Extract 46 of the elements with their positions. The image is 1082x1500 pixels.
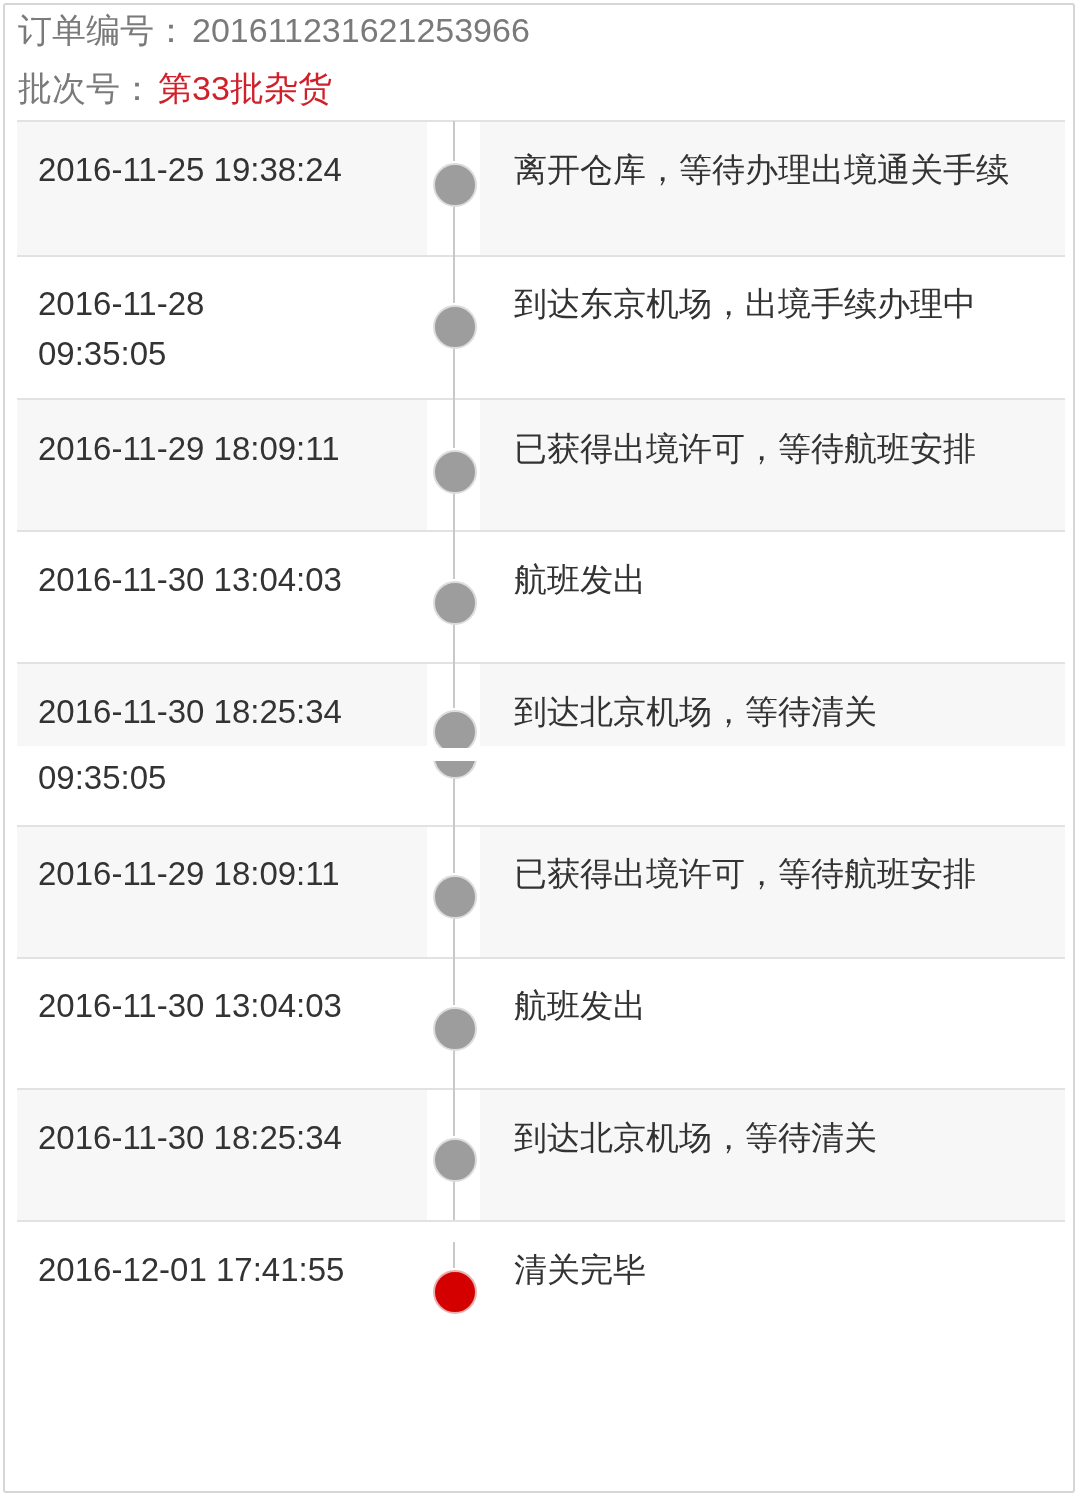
timestamp-text: 2016-11-30 13:04:03 bbox=[38, 560, 342, 600]
timeline-line bbox=[453, 623, 455, 708]
status-text: 航班发出 bbox=[514, 560, 646, 600]
status-dot-icon bbox=[433, 1007, 477, 1051]
timeline-line bbox=[453, 492, 455, 579]
timeline-row bbox=[17, 120, 1065, 255]
timeline-line bbox=[453, 1180, 455, 1220]
timeline-line bbox=[453, 1242, 455, 1268]
timestamp-text: 2016-12-01 17:41:55 bbox=[38, 1250, 345, 1290]
timestamp-text: 09:35:05 bbox=[38, 758, 167, 798]
status-text: 已获得出境许可，等待航班安排 bbox=[514, 429, 976, 469]
status-dot-icon bbox=[433, 1270, 477, 1314]
timeline-row bbox=[17, 825, 1065, 957]
status-text: 离开仓库，等待办理出境通关手续 bbox=[514, 150, 1009, 190]
timeline-line bbox=[453, 917, 455, 1005]
status-dot-icon bbox=[433, 305, 477, 349]
timeline-row bbox=[17, 1088, 1065, 1220]
timestamp-text: 2016-11-29 18:09:11 bbox=[38, 854, 340, 894]
status-text: 航班发出 bbox=[514, 986, 646, 1026]
timestamp-text: 2016-11-30 18:25:34 bbox=[38, 692, 342, 732]
timestamp-text: 2016-11-25 19:38:24 bbox=[38, 150, 342, 190]
status-text: 清关完毕 bbox=[514, 1250, 646, 1290]
status-text: 已获得出境许可，等待航班安排 bbox=[514, 854, 976, 894]
timeline-line bbox=[453, 121, 455, 161]
status-dot-icon bbox=[433, 163, 477, 207]
status-dot-icon bbox=[433, 450, 477, 494]
timestamp-text: 2016-11-29 18:09:11 bbox=[38, 429, 340, 469]
status-dot-icon bbox=[433, 1138, 477, 1182]
timeline-line bbox=[453, 779, 455, 873]
timestamp-text: 2016-11-30 18:25:34 bbox=[38, 1118, 342, 1158]
field-label: 订单编号： bbox=[18, 10, 188, 50]
order-number-text: 201611231621253966 bbox=[192, 10, 530, 50]
timeline-row bbox=[17, 398, 1065, 530]
status-dot-icon bbox=[433, 581, 477, 625]
status-text: 到达北京机场，等待清关 bbox=[514, 692, 877, 732]
timeline-row bbox=[17, 662, 1065, 746]
timeline-line bbox=[453, 1049, 455, 1136]
timestamp-text: 2016-11-30 13:04:03 bbox=[38, 986, 342, 1026]
timeline-line bbox=[453, 205, 455, 303]
status-text: 到达东京机场，出境手续办理中 bbox=[514, 284, 976, 324]
timeline-line bbox=[453, 347, 455, 448]
batch-name-text: 第33批杂货 bbox=[158, 68, 332, 108]
status-text: 到达北京机场，等待清关 bbox=[514, 1118, 877, 1158]
timestamp-text: 2016-11-28 09:35:05 bbox=[38, 284, 206, 374]
status-dot-icon bbox=[433, 875, 477, 919]
field-label: 批次号： bbox=[18, 68, 154, 108]
